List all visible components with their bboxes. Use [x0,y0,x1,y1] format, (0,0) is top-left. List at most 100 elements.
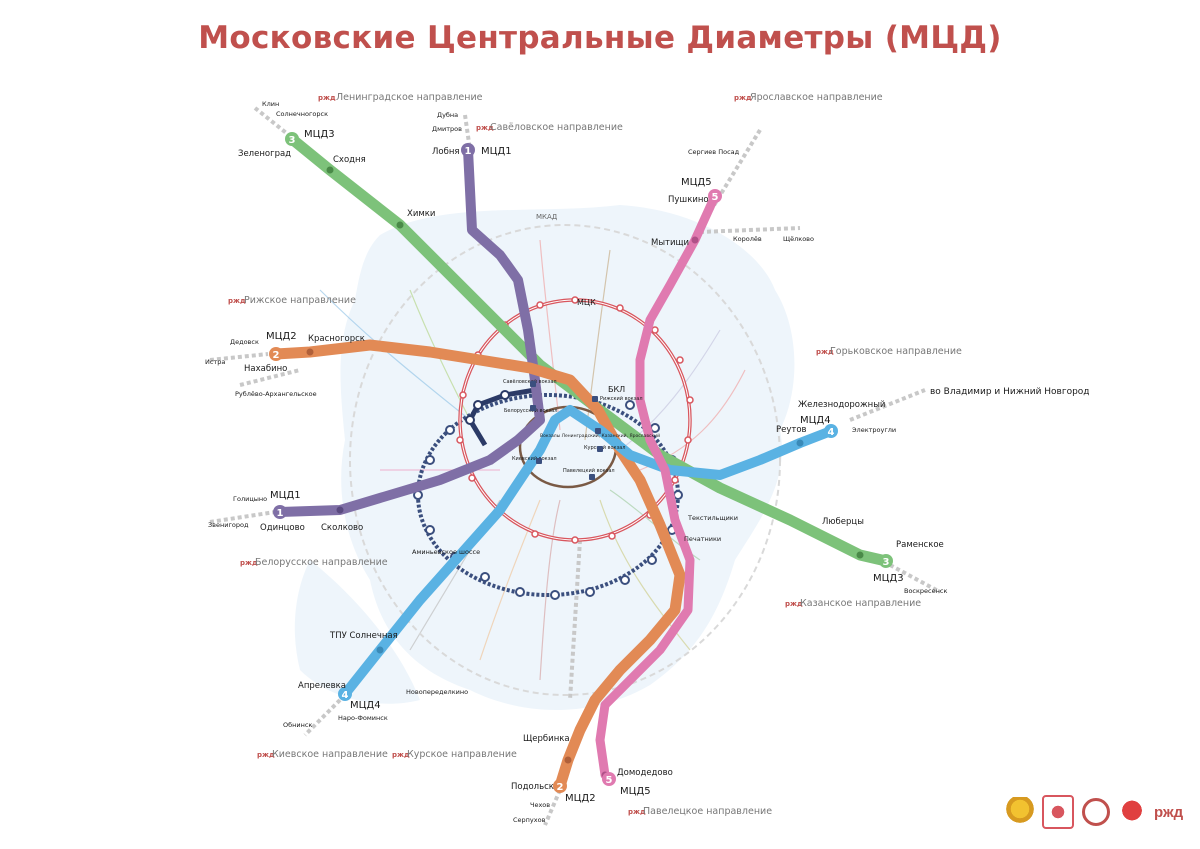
page-title: Московские Центральные Диаметры (МЦД) [198,20,1002,56]
rzd-icon: ржд [318,94,336,102]
mcd4-line [340,405,836,699]
station-tekstilshchiki: Текстильщики [687,514,738,522]
station-savelovsky: Савёловский вокзал [503,378,557,385]
rail-korolev [699,226,801,234]
mcd-stops [306,166,864,779]
station-skhodnya: Сходня [333,155,366,165]
direction-riga: Рижское направление [244,295,356,306]
mcd4-terminal-number-2: 4 [342,690,349,701]
station-skolkovo: Сколково [321,523,363,533]
bkl-label: БКЛ [608,385,625,394]
direction-savelovo: Савёловское направление [490,122,623,133]
mkad-ring [349,224,781,696]
mcd2-terminal-number-2: 2 [557,782,564,793]
rail-istra [209,352,269,362]
rail-obninsk [303,698,342,737]
station-shcherbinka: Щербинка [523,734,570,744]
rzd-icon: ржд [628,808,646,816]
rail-voskresensk [889,563,941,594]
mcd5-label: МЦД5 [681,177,712,188]
station-krasnogorsk: Красногорск [308,334,365,344]
rzd-icon: ржд [257,751,275,759]
station-korolev: Королёв [733,235,762,243]
station-dedovsk: Дедовск [230,338,259,346]
station-dmitrov: Дмитров [432,125,462,133]
train-icon [530,381,536,387]
rail-zvenigorod [209,510,276,524]
mcd2-label: МЦД2 [266,331,297,342]
station-reutov: Реутов [776,425,807,435]
mcd5-terminal-number: 5 [712,192,719,203]
station-aprelevka: Апрелевка [298,681,346,691]
mck-label: МЦК [577,298,596,307]
train-icon [592,396,598,402]
rzd-icon: ржд [785,600,803,608]
mcd3-label-2: МЦД3 [873,573,904,584]
station-aminyevskoe: Аминьевское шоссе [412,548,480,556]
station-zvenigorod: Звенигород [208,521,249,529]
rzd-icon: ржд [240,559,258,567]
direction-kiev: Киевское направление [272,749,388,760]
direction-vladimir: во Владимир и Нижний Новгород [930,387,1090,397]
station-mytishchi: Мытищи [651,238,689,248]
direction-kazan: Казанское направление [800,598,921,609]
mcd1-label: МЦД1 [481,146,512,157]
rzd-icon: ржд [392,751,410,759]
station-lobnya: Лобня [432,147,460,157]
direction-belorussian: Белорусское направление [255,557,388,568]
station-labels: Клин Солнечногорск Зеленоград Сходня Хим… [205,100,947,824]
moscow-region-logo [1118,797,1146,827]
station-pechatniki: Печатники [684,535,721,543]
direction-leningrad: Ленинградское направление [336,92,483,103]
line-labels: МЦД3 МЦД1 МЦД5 МЦД2 МЦД4 МЦД1 МЦД3 МЦД4 … [266,129,904,804]
station-elektrougli: Электроугли [852,426,896,434]
rzd-icon: ржд [734,94,752,102]
mcd3-terminal-number-2: 3 [883,557,890,568]
station-naro-fominsk: Наро-Фоминск [338,714,388,722]
direction-labels: ржд Ленинградское направление ржд Савёло… [228,92,1090,817]
train-icon [595,428,601,434]
mcd5-terminal-number-2: 5 [606,775,613,786]
sponsor-logos: ржд [1006,795,1186,829]
station-solnechnogorsk: Солнечногорск [276,110,328,118]
mcd4-terminal-number: 4 [828,427,835,438]
train-icon [530,405,536,411]
station-zheleznodorozhny: Железнодорожный [798,400,885,410]
station-novoperedelkino: Новопеределкино [406,688,468,696]
station-ramenskoe: Раменское [896,540,944,550]
station-tpu-solnechnaya: ТПУ Солнечная [329,631,398,641]
station-rublevo: Рублёво-Архангельское [235,390,317,398]
mcd3-label: МЦД3 [304,129,335,140]
mcd2-label-2: МЦД2 [565,793,596,804]
mcd1-label-2: МЦД1 [270,490,301,501]
moscow-government-logo [1042,795,1074,829]
station-three-stations: Вокзалы Ленинградский, Казанский, Яросла… [540,432,660,439]
station-lyubertsy: Люберцы [822,517,864,527]
moscow-transport-logo [1082,798,1110,826]
mcd2-line [270,339,686,792]
coat-of-arms-logo [1006,797,1034,827]
mcd1-line [275,145,545,517]
train-icon [597,446,603,452]
rzd-icon: ржд [816,348,834,356]
station-serpukhov: Серпухов [513,816,546,824]
mcd4-label-2: МЦД4 [350,700,381,711]
station-klin: Клин [262,100,279,108]
station-pushkino: Пушкино [668,195,709,205]
station-dubna: Дубна [437,111,458,119]
station-kievsky: Киевский вокзал [512,455,557,462]
station-sergiev-posad: Сергиев Посад [688,148,740,156]
station-voskresensk: Воскресенск [904,587,947,595]
mkad-label: МКАД [536,213,558,221]
station-chekhov: Чехов [530,801,550,809]
terminal-markers: 3 1 5 2 4 1 3 4 2 5 [269,132,893,793]
direction-paveletsk: Павелецкое направление [643,806,772,817]
direction-kursk: Курское направление [407,749,517,760]
moscow-area [340,205,795,710]
station-golitsyno: Голицыно [233,495,267,503]
station-khimki: Химки [407,209,435,219]
station-kursky: Курский вокзал [584,444,625,451]
direction-gorky: Горьковское направление [830,346,962,357]
mcd1-terminal-number: 1 [465,146,472,157]
